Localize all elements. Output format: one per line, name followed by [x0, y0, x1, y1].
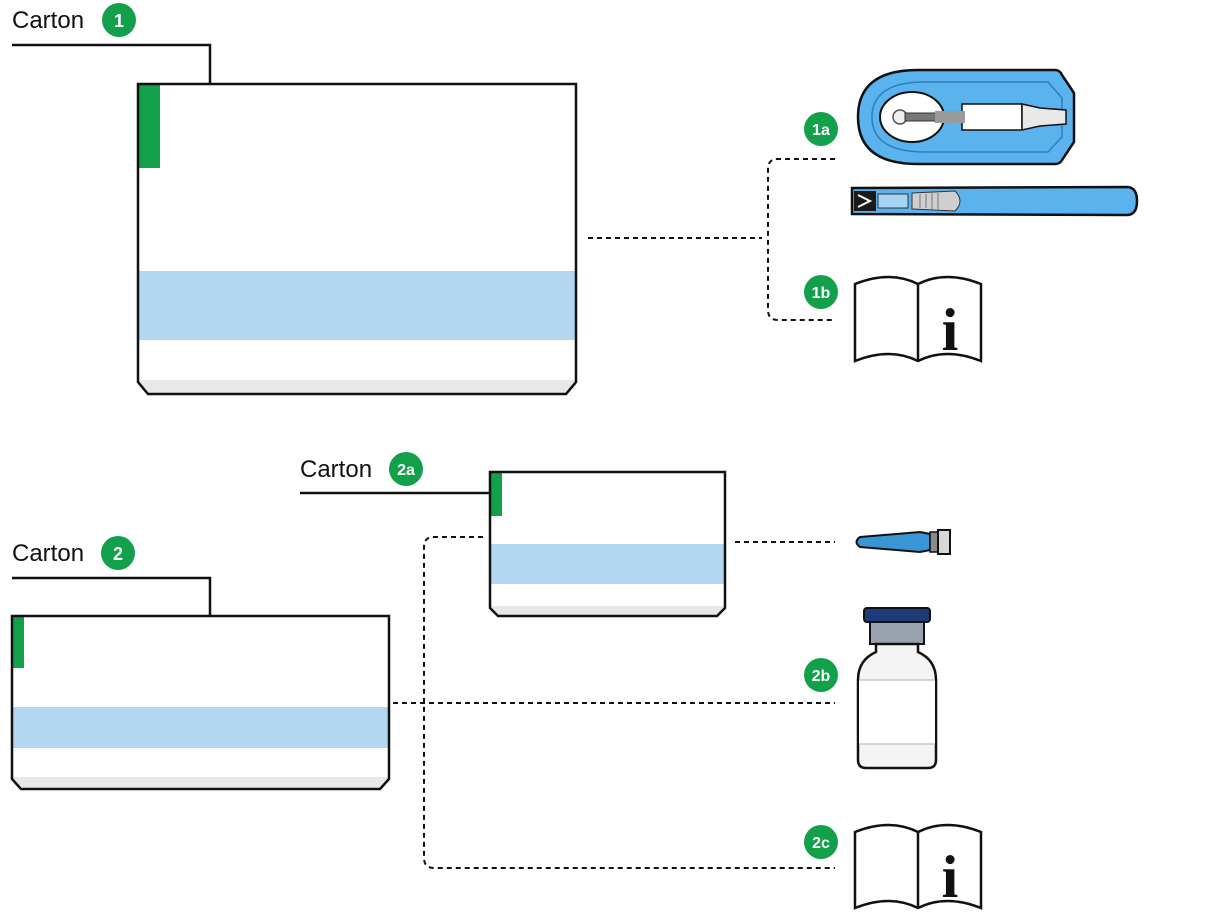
carton-1-leader-line	[12, 43, 212, 84]
blister-pack-icon	[856, 68, 1076, 166]
carton-tab	[12, 616, 24, 668]
carton-base	[490, 606, 725, 616]
carton-base	[138, 380, 576, 394]
badge-label: 2a	[397, 462, 415, 479]
carton-2-bracket	[423, 536, 835, 869]
instructions-booklet-icon: i	[853, 823, 983, 910]
badge-label: 2	[113, 544, 123, 564]
carton-outline	[10, 614, 391, 791]
badge-circle	[389, 452, 423, 486]
info-i-icon: i	[942, 297, 959, 363]
injector-pen-icon	[850, 185, 1139, 217]
item-1a: 1a	[804, 68, 1139, 217]
carton-2-group: Carton 2	[10, 536, 835, 869]
badge-label: 2c	[812, 835, 830, 852]
carton-2-box	[10, 614, 391, 791]
badge-label: 1b	[812, 285, 831, 302]
needle-icon	[855, 529, 951, 555]
carton-2a-box	[488, 470, 727, 618]
item-2b: 2b	[804, 607, 938, 770]
carton-stripe	[12, 707, 389, 748]
item-2c-badge: 2c	[804, 825, 838, 859]
badge-circle	[101, 536, 135, 570]
carton-outline	[488, 470, 727, 618]
carton-1-bracket	[767, 158, 835, 321]
carton-tab	[490, 472, 502, 516]
carton-2a-badge: 2a	[389, 452, 423, 486]
badge-circle	[804, 825, 838, 859]
item-1b-badge: 1b	[804, 275, 838, 309]
carton-2a-group: Carton 2a	[300, 452, 835, 618]
carton-stripe	[138, 271, 576, 340]
info-i-icon: i	[942, 844, 959, 910]
carton-stripe	[490, 544, 725, 584]
item-2c: 2c i	[804, 823, 983, 910]
badge-label: 1	[114, 11, 124, 31]
item-2b-badge: 2b	[804, 658, 838, 692]
carton-base	[12, 777, 389, 789]
item-1b: 1b i	[804, 275, 983, 363]
carton-2a-label: Carton	[300, 456, 372, 483]
carton-2-label: Carton	[12, 540, 84, 567]
vial-icon	[856, 607, 938, 770]
carton-outline	[136, 82, 578, 396]
item-1a-badge: 1a	[804, 112, 838, 146]
badge-circle	[804, 658, 838, 692]
carton-2-badge: 2	[101, 536, 135, 570]
badge-label: 1a	[812, 122, 830, 139]
instructions-booklet-icon: i	[853, 275, 983, 363]
carton-1-box	[136, 82, 578, 396]
carton-2-leader-line	[12, 576, 212, 616]
badge-circle	[804, 275, 838, 309]
carton-tab	[138, 84, 160, 168]
item-2a	[855, 529, 951, 555]
badge-circle	[804, 112, 838, 146]
badge-label: 2b	[812, 668, 831, 685]
carton-1-label: Carton	[12, 7, 84, 34]
carton-1-group: Carton 1	[12, 3, 835, 396]
carton-1-badge: 1	[102, 3, 136, 37]
badge-circle	[102, 3, 136, 37]
